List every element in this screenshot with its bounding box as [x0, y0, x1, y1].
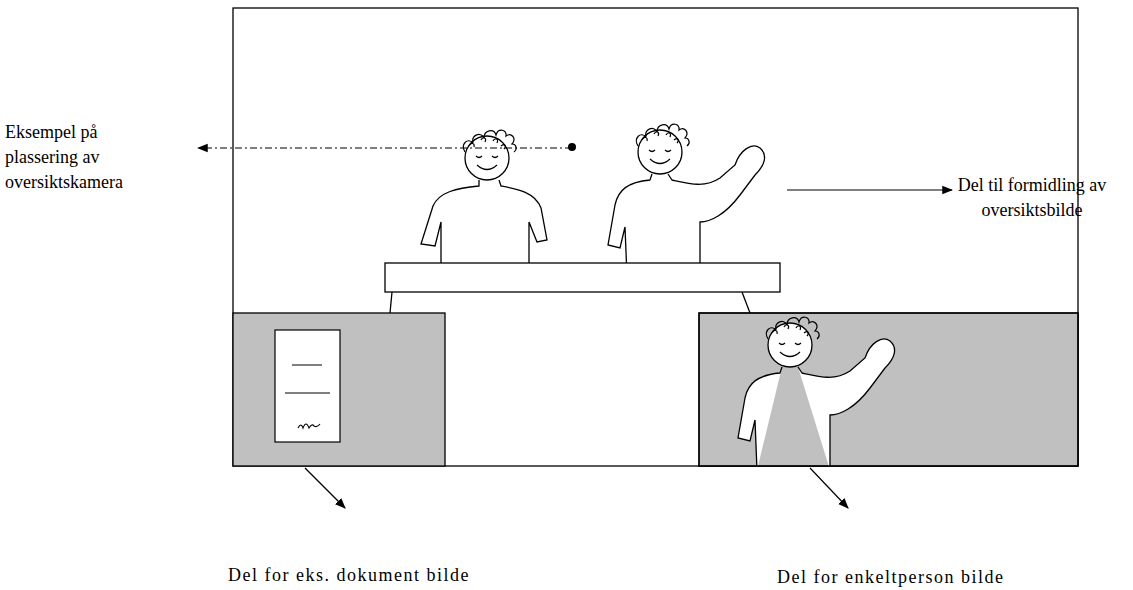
leader-arrow [810, 468, 848, 508]
leader-line [198, 147, 572, 148]
callout-label: Del til formidling av oversiktsbilde [952, 173, 1112, 223]
single-person-figure [738, 317, 895, 466]
screen-frame [233, 8, 1078, 466]
leader-arrow [305, 468, 345, 508]
leader-arrow [787, 189, 952, 190]
callout-label: Del for enkeltperson bilde [777, 565, 1077, 590]
person-panel-border [699, 313, 1078, 466]
table-leg [390, 292, 392, 313]
camera-dot [568, 143, 576, 151]
callout-label: Eksempel på plassering av oversiktskamer… [5, 120, 170, 195]
table-top [385, 263, 780, 292]
table-leg [742, 292, 750, 313]
document-icon [275, 330, 340, 442]
callout-label: Del for eks. dokument bilde [228, 563, 548, 588]
document-panel [233, 313, 445, 466]
waving-person-figure [608, 124, 765, 277]
document-lines [285, 365, 330, 428]
person-figure [421, 130, 547, 283]
